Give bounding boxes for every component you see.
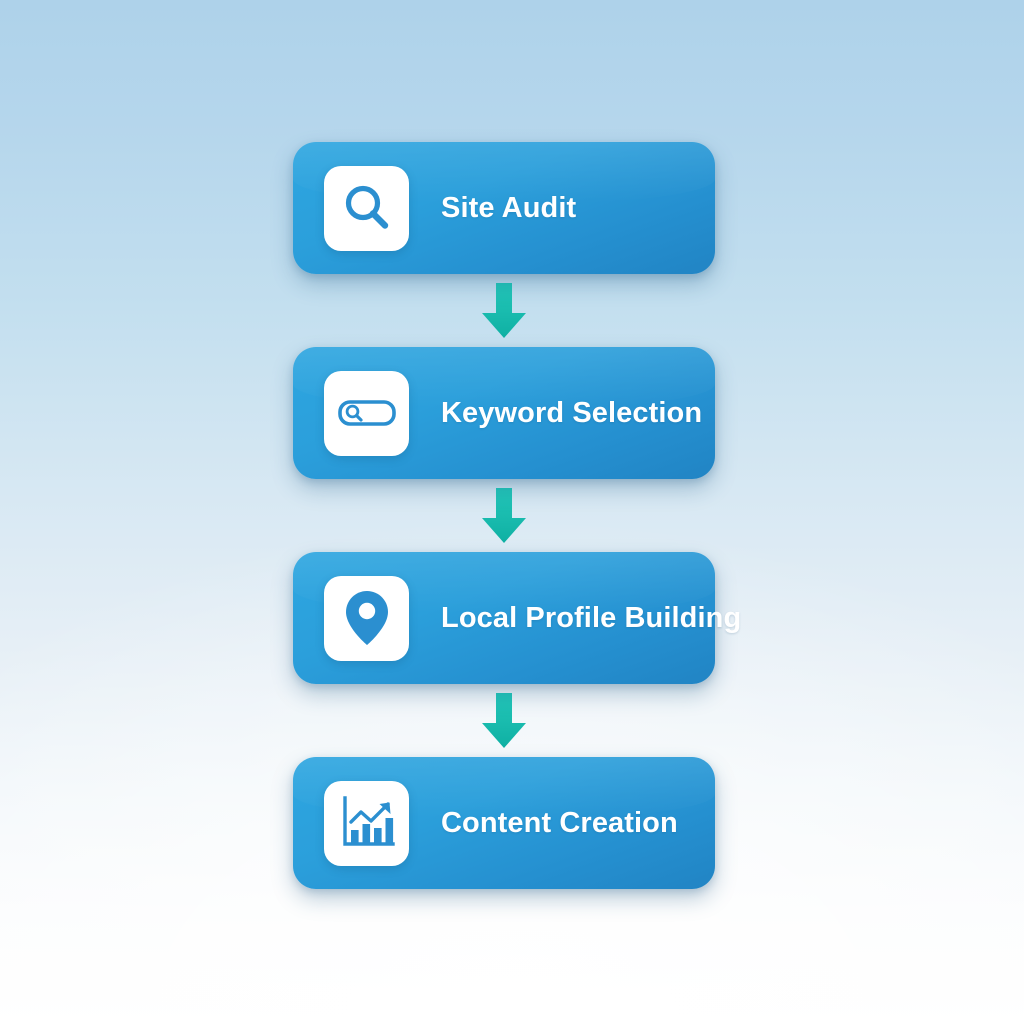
flow-step-label: Content Creation bbox=[441, 806, 678, 839]
magnifier-icon bbox=[324, 165, 409, 251]
flow-step-site-audit[interactable]: Site Audit bbox=[293, 142, 715, 274]
flow-step-keyword-selection[interactable]: Keyword Selection bbox=[293, 347, 715, 479]
arrow-down-icon bbox=[482, 487, 526, 543]
arrow-down-icon bbox=[482, 692, 526, 748]
flow-step-label: Local Profile Building bbox=[441, 601, 742, 634]
flow-connector bbox=[293, 479, 715, 552]
search-bar-icon bbox=[324, 370, 409, 456]
arrow-down-icon bbox=[482, 282, 526, 338]
flow-connector bbox=[293, 684, 715, 757]
flow-connector bbox=[293, 274, 715, 347]
bar-chart-growth-icon bbox=[324, 780, 409, 866]
map-pin-icon bbox=[324, 575, 409, 661]
flow-step-content-creation[interactable]: Content Creation bbox=[293, 757, 715, 889]
process-flow: Site Audit bbox=[293, 142, 741, 889]
flow-step-local-profile-building[interactable]: Local Profile Building bbox=[293, 552, 741, 684]
flow-step-label: Site Audit bbox=[441, 191, 577, 224]
flow-step-label: Keyword Selection bbox=[441, 396, 703, 429]
